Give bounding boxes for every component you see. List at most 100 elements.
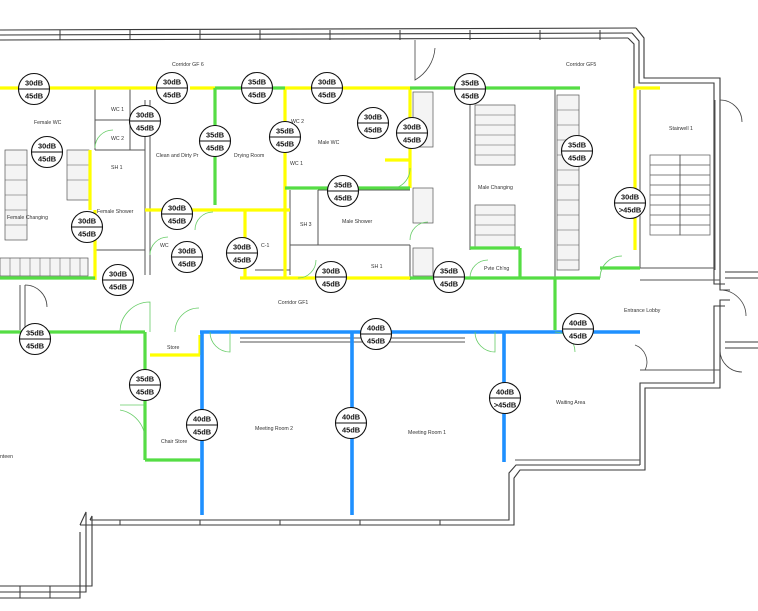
acoustic-tag: 35dB 45dB xyxy=(560,134,594,168)
tag-bottom: 45dB xyxy=(233,256,251,265)
tag-top: 40dB xyxy=(342,413,360,422)
tag-top: 40dB xyxy=(569,319,587,328)
room-label-waiting-area: Waiting Area xyxy=(556,400,585,406)
acoustic-tag: 35dB 45dB xyxy=(268,120,302,154)
room-label-female-changing: Female Changing xyxy=(7,215,48,221)
tag-bottom: 45dB xyxy=(168,217,186,226)
tag-bottom: 45dB xyxy=(568,154,586,163)
room-label-corridor-gf5: Corridor GF5 xyxy=(566,62,596,68)
acoustic-tag: 30dB 45dB xyxy=(395,116,429,150)
tag-top: 30dB xyxy=(168,204,186,213)
acoustic-tag: 30dB 45dB xyxy=(314,260,348,294)
tag-top: 35dB xyxy=(248,78,266,87)
tag-top: 30dB xyxy=(109,270,127,279)
tag-bottom: 45dB xyxy=(334,194,352,203)
tag-bottom: 45dB xyxy=(367,337,385,346)
room-label-female-wc: Female WC xyxy=(34,120,62,126)
tag-bottom: 45dB xyxy=(364,126,382,135)
tag-top: 30dB xyxy=(136,111,154,120)
tag-top: 30dB xyxy=(178,247,196,256)
tag-bottom: 45dB xyxy=(342,426,360,435)
tag-top: 35dB xyxy=(568,141,586,150)
tag-top: 30dB xyxy=(38,142,56,151)
room-label-wc-1: WC 1 xyxy=(111,107,124,113)
room-label-wc-2-male: WC 2 xyxy=(291,119,304,125)
acoustic-tag: 35dB 45dB xyxy=(432,260,466,294)
room-label-pvte-chng: Pvte Ch'ng xyxy=(484,266,509,272)
tag-bottom: 45dB xyxy=(206,144,224,153)
acoustic-tag: 40dB >45dB xyxy=(488,381,522,415)
tag-top: 35dB xyxy=(334,181,352,190)
tag-bottom: 45dB xyxy=(318,91,336,100)
tag-bottom: 45dB xyxy=(193,428,211,437)
room-label-drying-room: Drying Room xyxy=(234,153,264,159)
tag-top: 30dB xyxy=(403,123,421,132)
internal-walls xyxy=(19,88,720,461)
tag-bottom: >45dB xyxy=(494,401,516,410)
room-label-c-1: C-1 xyxy=(261,243,269,249)
room-label-female-shower: Female Shower xyxy=(97,209,134,215)
acoustic-tag: 40dB 45dB xyxy=(185,408,219,442)
tag-bottom: 45dB xyxy=(569,332,587,341)
acoustic-tag: 35dB 45dB xyxy=(128,368,162,402)
room-label-wc-2: WC 2 xyxy=(111,136,124,142)
acoustic-tag: 35dB 45dB xyxy=(198,124,232,158)
acoustic-tag: 30dB >45dB xyxy=(613,186,647,220)
room-labels: Corridor GF 6 Corridor GF5 Female WC WC … xyxy=(0,62,693,460)
acoustic-tag: 30dB 45dB xyxy=(101,263,135,297)
acoustic-tag: 30dB 45dB xyxy=(170,240,204,274)
room-label-male-shower: Male Shower xyxy=(342,219,373,225)
room-label-corridor-gf1: Corridor GF1 xyxy=(278,300,308,306)
room-label-meeting-room-2: Meeting Room 2 xyxy=(255,426,293,432)
acoustic-tag: 40dB 45dB xyxy=(334,406,368,440)
room-label-store: Store xyxy=(167,345,180,351)
acoustic-tag: 30dB 45dB xyxy=(160,197,194,231)
acoustic-tag: 35dB 45dB xyxy=(240,71,274,105)
acoustic-tag: 40dB 45dB xyxy=(561,312,595,346)
tag-top: 35dB xyxy=(461,79,479,88)
tag-bottom: 45dB xyxy=(178,260,196,269)
tag-top: 30dB xyxy=(25,79,43,88)
outer-walls xyxy=(0,27,758,599)
tag-top: 35dB xyxy=(440,267,458,276)
acoustic-tag: 30dB 45dB xyxy=(30,135,64,169)
room-label-chair-store: Chair Store xyxy=(161,439,187,445)
room-label-entrance-lobby: Entrance Lobby xyxy=(624,308,661,314)
tag-top: 30dB xyxy=(318,78,336,87)
tag-top: 35dB xyxy=(276,127,294,136)
stair-treads xyxy=(649,154,711,236)
tag-bottom: 45dB xyxy=(136,388,154,397)
tag-top: 40dB xyxy=(193,415,211,424)
acoustic-tag: 30dB 45dB xyxy=(310,71,344,105)
tag-top: 40dB xyxy=(496,388,514,397)
tag-top: 30dB xyxy=(78,217,96,226)
tag-bottom: 45dB xyxy=(440,280,458,289)
tag-bottom: 45dB xyxy=(78,230,96,239)
acoustic-tags: 30dB 45dB 30dB 45dB 35dB 45dB 30dB 45dB … xyxy=(17,71,647,442)
tag-top: 30dB xyxy=(163,78,181,87)
acoustic-tag: 30dB 45dB xyxy=(70,210,104,244)
tag-top: 35dB xyxy=(26,329,44,338)
tag-bottom: 45dB xyxy=(276,140,294,149)
tag-bottom: 45dB xyxy=(109,283,127,292)
tag-bottom: 45dB xyxy=(461,92,479,101)
tag-bottom: 45dB xyxy=(38,155,56,164)
acoustic-tag: 30dB 45dB xyxy=(225,236,259,270)
room-label-stairwell-1: Stairwell 1 xyxy=(669,126,693,132)
tag-bottom: >45dB xyxy=(619,206,641,215)
room-label-wc-1-male: WC 1 xyxy=(290,161,303,167)
room-label-sh-3: SH 3 xyxy=(300,222,312,228)
tag-bottom: 45dB xyxy=(322,280,340,289)
tag-top: 30dB xyxy=(322,267,340,276)
room-label-sh-1: SH 1 xyxy=(111,165,123,171)
acoustic-tag: 30dB 45dB xyxy=(356,106,390,140)
acoustic-tag: 30dB 45dB xyxy=(128,104,162,138)
acoustic-tag: 30dB 45dB xyxy=(155,71,189,105)
doors-dark xyxy=(24,40,747,373)
tag-top: 35dB xyxy=(206,131,224,140)
wall-ticks xyxy=(19,30,601,598)
tag-top: 30dB xyxy=(621,193,639,202)
tag-bottom: 45dB xyxy=(403,136,421,145)
